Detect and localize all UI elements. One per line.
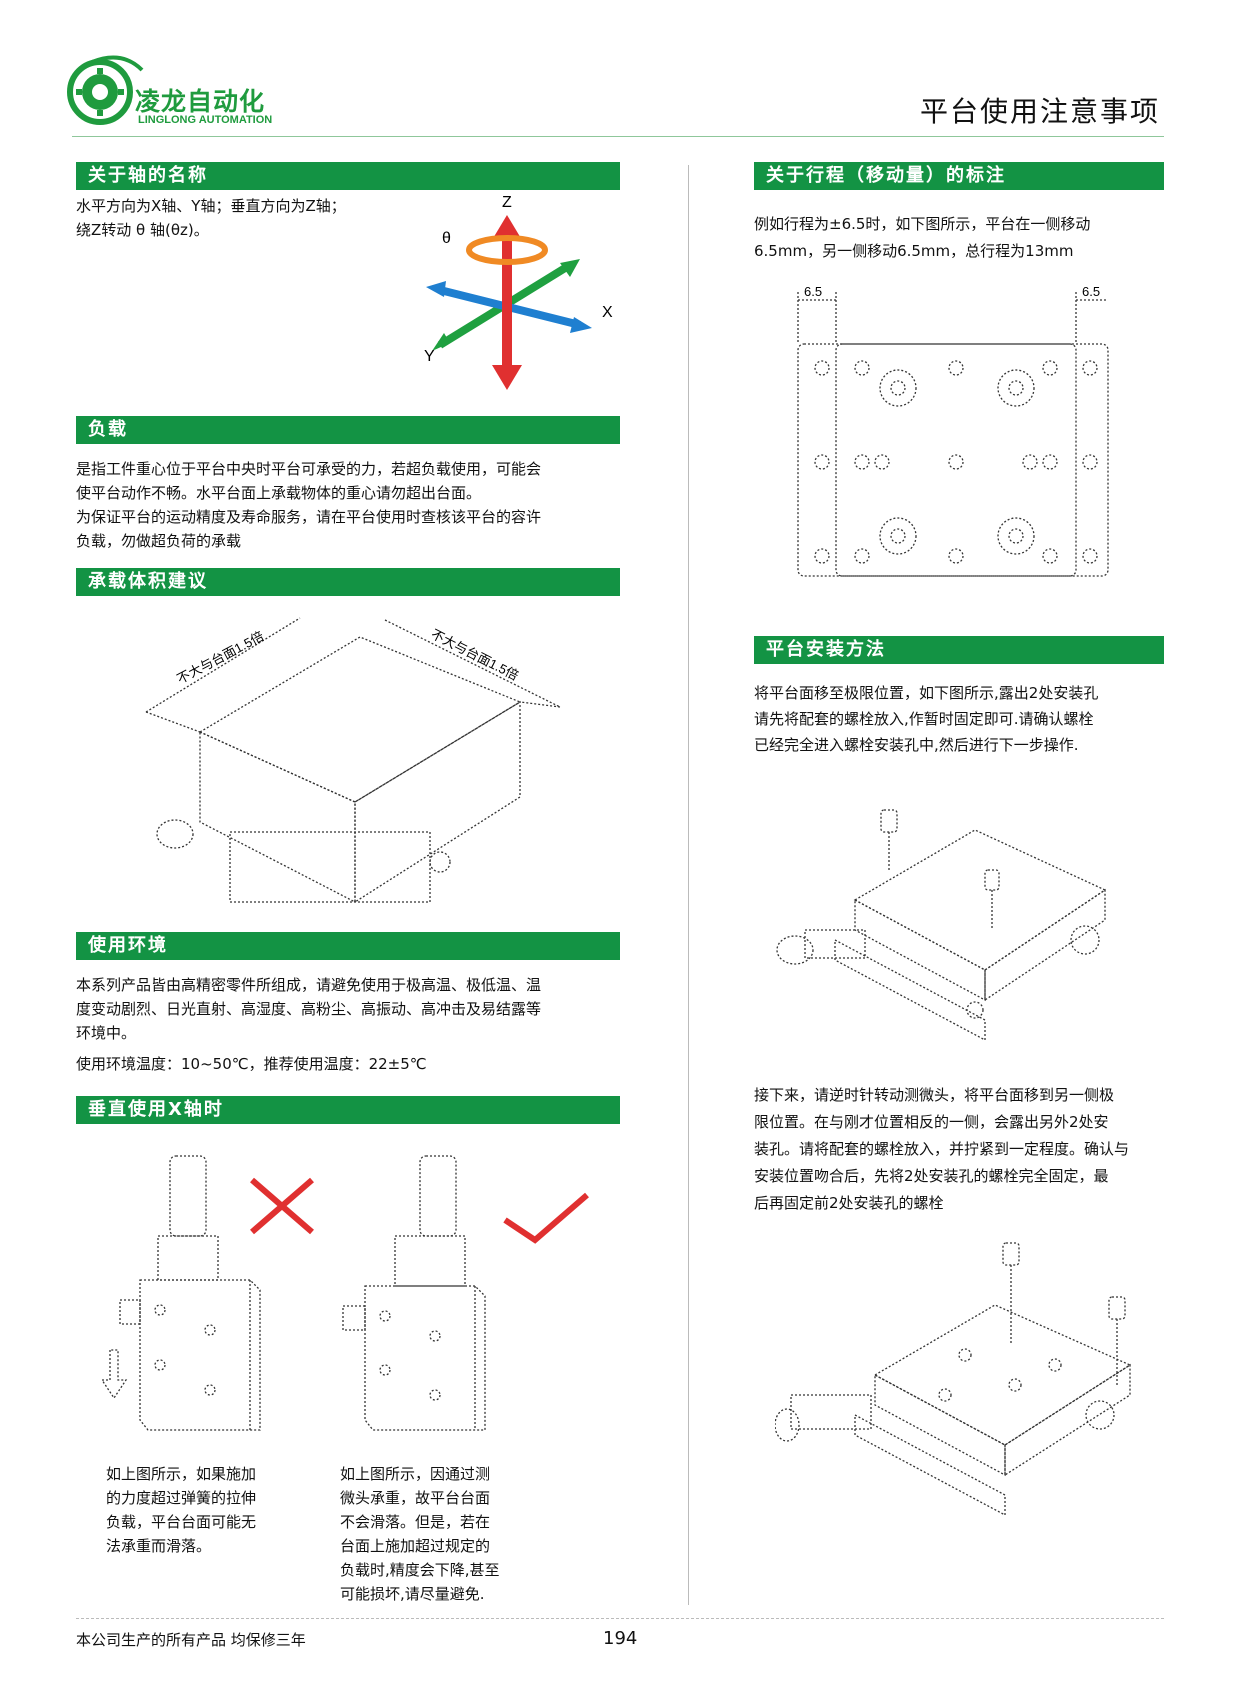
env-line-3: 环境中。 — [76, 1024, 137, 1042]
load-line-1: 是指工件重心位于平台中央时平台可承受的力，若超负载使用，可能会 — [76, 460, 542, 478]
footer-divider — [76, 1618, 1164, 1619]
section-heading-install: 平台安装方法 — [754, 636, 1164, 664]
page-number: 194 — [603, 1628, 638, 1649]
z-label: Z — [502, 195, 512, 211]
header-divider — [72, 136, 1164, 137]
caption-right-4: 台面上施加超过规定的 — [340, 1537, 491, 1555]
payload-side — [354, 700, 521, 904]
base-plate — [797, 343, 1109, 577]
column-divider — [688, 165, 689, 1605]
x-label: X — [602, 304, 613, 321]
section-heading-volume: 承载体积建议 — [76, 568, 620, 596]
moving-table — [835, 343, 1077, 577]
caption-right: 如上图所示，因通过测 微头承重，故平台台面 不会滑落。但是，若在 台面上施加超过… — [340, 1462, 500, 1606]
caption-right-2: 微头承重，故平台台面 — [340, 1489, 491, 1507]
env-temp: 使用环境温度：10~50℃，推荐使用温度：22±5℃ — [76, 1055, 427, 1073]
install-line-6: 装孔。请将配套的螺栓放入，并拧紧到一定程度。确认与 — [754, 1140, 1130, 1158]
install-line-5: 限位置。在与刚才位置相反的一侧，会露出另外2处安 — [754, 1113, 1109, 1131]
vertical-correct-diagram — [342, 1155, 589, 1431]
travel-dim-right: 6.5 — [1082, 284, 1100, 299]
caption-left-4: 法承重而滑落。 — [106, 1537, 212, 1555]
install-diagram-2 — [775, 1242, 1132, 1517]
z-axis-arrow — [502, 235, 512, 370]
caption-left-2: 的力度超过弹簧的拉伸 — [106, 1489, 257, 1507]
section-heading-axis: 关于轴的名称 — [76, 162, 620, 190]
travel-line-2: 6.5mm，另一侧移动6.5mm，总行程为13mm — [754, 242, 1074, 260]
section-heading-vertical: 垂直使用X轴时 — [76, 1096, 620, 1124]
volume-diagram: 不大与台面1.5倍 不大与台面1.5倍 — [145, 617, 561, 904]
logo-emblem — [67, 55, 144, 125]
theta-label: θ — [442, 230, 451, 247]
install-line-7: 安装位置吻合后，先将2处安装孔的螺栓完全固定，最 — [754, 1167, 1109, 1185]
correct-mark — [503, 1192, 589, 1244]
section-heading-environment: 使用环境 — [76, 932, 620, 960]
install-line-2: 请先将配套的螺栓放入,作暂时固定即可.请确认螺栓 — [754, 710, 1094, 728]
install-line-8: 后再固定前2处安装孔的螺栓 — [754, 1194, 944, 1212]
travel-dim-left: 6.5 — [804, 284, 822, 299]
logo-en-text: LINGLONG AUTOMATION — [138, 114, 273, 126]
caption-right-6: 可能损坏,请尽量避免. — [340, 1585, 485, 1603]
install-line-4: 接下来，请逆时针转动测微头，将平台面移到另一侧极 — [754, 1086, 1115, 1104]
env-line-2: 度变动剧烈、日光直射、高湿度、高粉尘、高振动、高冲击及易结露等 — [76, 1000, 542, 1018]
install-line-1: 将平台面移至极限位置，如下图所示,露出2处安装孔 — [754, 684, 1099, 702]
theta-rotation-arrow — [466, 235, 548, 265]
volume-dim-left: 不大与台面1.5倍 — [174, 628, 266, 686]
travel-line-1: 例如行程为±6.5时，如下图所示，平台在一侧移动 — [754, 215, 1091, 233]
env-line-1: 本系列产品皆由高精密零件所组成，请避免使用于极高温、极低温、温 — [76, 976, 542, 994]
travel-diagram: 6.5 6.5 — [797, 284, 1109, 577]
caption-left-3: 负载，平台台面可能无 — [106, 1513, 257, 1531]
install-diagram-1 — [776, 809, 1107, 1042]
axis-text-2: 绕Z转动 θ 轴(θz)。 — [76, 221, 209, 239]
caption-left-1: 如上图所示，如果施加 — [106, 1465, 257, 1483]
load-line-2: 使平台动作不畅。水平台面上承载物体的重心请勿超出台面。 — [76, 484, 482, 502]
y-label: Y — [424, 348, 435, 365]
payload-front — [199, 730, 356, 904]
axis-text-1: 水平方向为X轴、Y轴；垂直方向为Z轴； — [76, 197, 346, 215]
company-logo — [62, 52, 262, 132]
logo-cn-text: 凌龙自动化 — [135, 87, 266, 116]
caption-right-3: 不会滑落。但是，若在 — [340, 1513, 491, 1531]
section-heading-load: 负载 — [76, 416, 620, 444]
volume-dim-right: 不大与台面1.5倍 — [429, 626, 521, 683]
footer-warranty: 本公司生产的所有产品 均保修三年 — [76, 1631, 306, 1649]
load-line-4: 负载，勿做超负荷的承载 — [76, 532, 242, 550]
caption-right-1: 如上图所示，因通过测 — [340, 1465, 491, 1483]
page-title: 平台使用注意事项 — [920, 95, 1161, 128]
axis-diagram: Z θ X Y — [424, 195, 613, 390]
section-heading-travel: 关于行程（移动量）的标注 — [754, 162, 1164, 190]
vertical-wrong-diagram — [100, 1155, 314, 1431]
load-line-3: 为保证平台的运动精度及寿命服务，请在平台使用时查核该平台的容许 — [76, 508, 542, 526]
caption-right-5: 负载时,精度会下降,甚至 — [340, 1561, 500, 1579]
install-line-3: 已经完全进入螺栓安装孔中,然后进行下一步操作. — [754, 736, 1079, 754]
caption-left: 如上图所示，如果施加 的力度超过弹簧的拉伸 负载，平台台面可能无 法承重而滑落。 — [106, 1462, 256, 1558]
